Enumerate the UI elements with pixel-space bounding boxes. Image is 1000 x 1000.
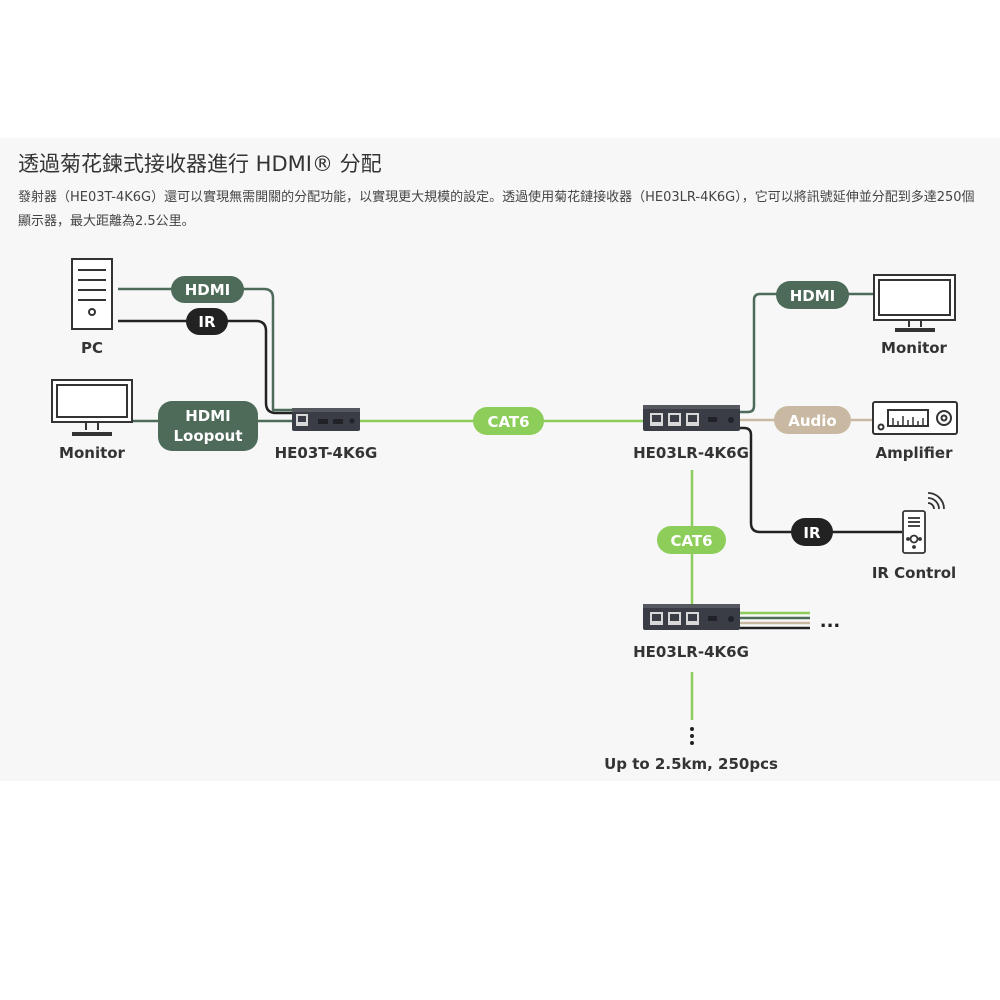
label-footer-distance: Up to 2.5km, 250pcs [604, 755, 778, 773]
ir-remote-icon [902, 492, 945, 554]
pill-cat6-main-label: CAT6 [487, 413, 529, 431]
pill-hdmi-in-label: HDMI [185, 281, 231, 299]
pill-cat6-main: CAT6 [473, 407, 544, 435]
monitor-left-icon [51, 379, 133, 436]
monitor-right-icon [873, 274, 956, 332]
page-title: 透過菊花鍊式接收器進行 HDMI® 分配 [18, 152, 382, 176]
ir-out-line [740, 426, 902, 534]
transmitter-device [292, 408, 360, 431]
more-outputs-ellipsis: ... [820, 611, 841, 632]
pill-audio-out-label: Audio [788, 412, 836, 430]
pill-hdmi-loopout: HDMI Loopout [158, 401, 258, 451]
pill-cat6-chain: CAT6 [657, 526, 726, 554]
label-monitor-right: Monitor [881, 339, 948, 357]
label-receiver-2: HE03LR-4K6G [633, 643, 749, 661]
pill-loopout-line1: HDMI [185, 407, 231, 425]
label-pc: PC [81, 339, 103, 357]
label-monitor-left: Monitor [59, 444, 126, 462]
pill-ir-out-label: IR [803, 524, 821, 542]
hdmi-in-line [118, 287, 295, 412]
pill-ir-out: IR [791, 518, 833, 546]
label-amplifier: Amplifier [876, 444, 954, 462]
label-receiver-1: HE03LR-4K6G [633, 444, 749, 462]
pill-audio-out: Audio [774, 406, 851, 434]
pc-icon [71, 258, 113, 330]
amplifier-icon [872, 401, 958, 435]
pill-ir-in: IR [186, 308, 228, 335]
vertical-ellipsis-icon [690, 727, 694, 745]
receiver-1-device [643, 405, 740, 431]
hdmi-out-line [740, 292, 873, 414]
pill-hdmi-out: HDMI [776, 281, 849, 309]
pill-loopout-line2: Loopout [173, 427, 242, 445]
pill-cat6-chain-label: CAT6 [670, 532, 712, 550]
label-transmitter: HE03T-4K6G [275, 444, 378, 462]
pill-ir-in-label: IR [198, 313, 216, 331]
diagram-panel [0, 138, 1000, 781]
ir-in-line [118, 319, 295, 415]
page-description: 發射器（HE03T-4K6G）還可以實現無需開關的分配功能，以實現更大規模的設定… [18, 190, 975, 229]
pill-hdmi-out-label: HDMI [790, 287, 836, 305]
pill-hdmi-in: HDMI [171, 276, 244, 303]
receiver-2-device [643, 604, 740, 630]
label-ir-control: IR Control [872, 564, 956, 582]
